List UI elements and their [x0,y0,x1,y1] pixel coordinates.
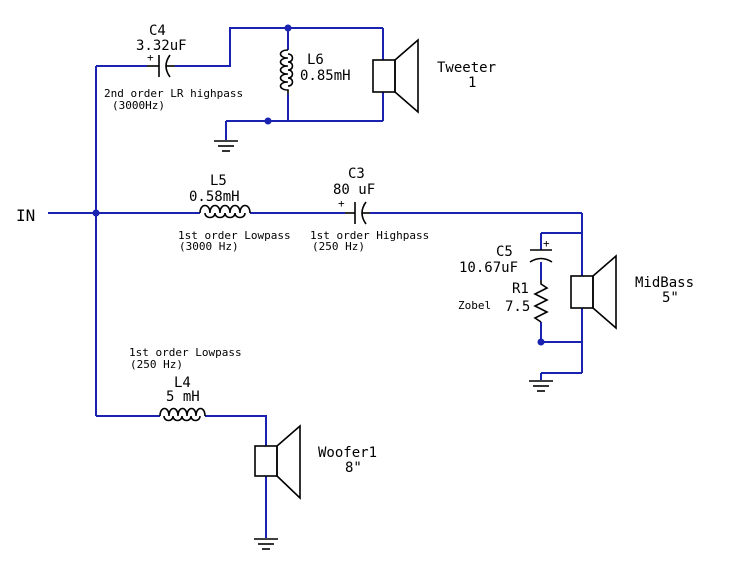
lp1-note-line1: 1st order Lowpass [178,229,291,242]
tweeter-name: Tweeter [437,60,496,76]
woofer-name: Woofer1 [318,445,377,461]
capacitor-c3 [345,201,370,225]
c4-value: 3.32uF [136,38,187,54]
c5-polarity: + [543,237,550,250]
ground-symbol-woofer [254,538,278,550]
resistor-r1 [533,280,549,323]
hp1-note-line2: (250 Hz) [312,240,365,253]
lp2-note-line1: 1st order Lowpass [129,346,242,359]
midbass-name: MidBass [635,275,694,291]
capacitor-c4 [147,54,175,78]
lp2-note-line2: (250 Hz) [130,358,183,371]
l6-name: L6 [307,52,324,68]
l5-name: L5 [210,173,227,189]
l5-value: 0.58mH [189,189,240,205]
inductor-l4 [159,407,206,422]
r1-note: Zobel [458,299,491,312]
junction-dot [92,209,100,217]
c3-polarity: + [338,197,345,210]
c4-name: C4 [149,23,166,39]
l4-out-wire [205,415,267,446]
junction-dot [537,338,545,346]
input-label: IN [16,206,35,225]
woofer-sub: 8" [345,460,362,476]
wires [48,27,583,538]
capacitor-c5 [529,249,553,263]
junction-dot [264,117,272,125]
r1-name: R1 [512,281,529,297]
ground-symbol-tweeter [214,140,238,152]
l4-value: 5 mH [166,389,200,405]
speaker-tweeter [372,38,419,114]
speaker-woofer [254,424,301,500]
hp2-note-line1: 2nd order LR highpass [104,87,243,100]
c3-name: C3 [348,166,365,182]
junctions [92,24,545,346]
l6-value: 0.85mH [300,68,351,84]
c3-value: 80 uF [333,182,375,198]
c5-name: C5 [496,244,513,260]
inductor-l6 [279,49,294,94]
hp1-note-line1: 1st order Highpass [310,229,429,242]
hp2-note-line2: (3000Hz) [112,99,165,112]
c4-polarity: + [147,51,154,64]
c4-out-wire [175,27,288,67]
c5-value: 10.67uF [459,260,518,276]
midbass-sub: 5" [662,290,679,306]
ground-symbol-midbass [529,380,553,392]
junction-dot [284,24,292,32]
inductor-l5 [199,204,251,219]
tweeter-sub: 1 [468,75,476,91]
r1-value: 7.5 [505,299,530,315]
lp1-note-line2: (3000 Hz) [179,240,239,253]
l4-name: L4 [174,375,191,391]
speaker-midbass [570,254,617,330]
